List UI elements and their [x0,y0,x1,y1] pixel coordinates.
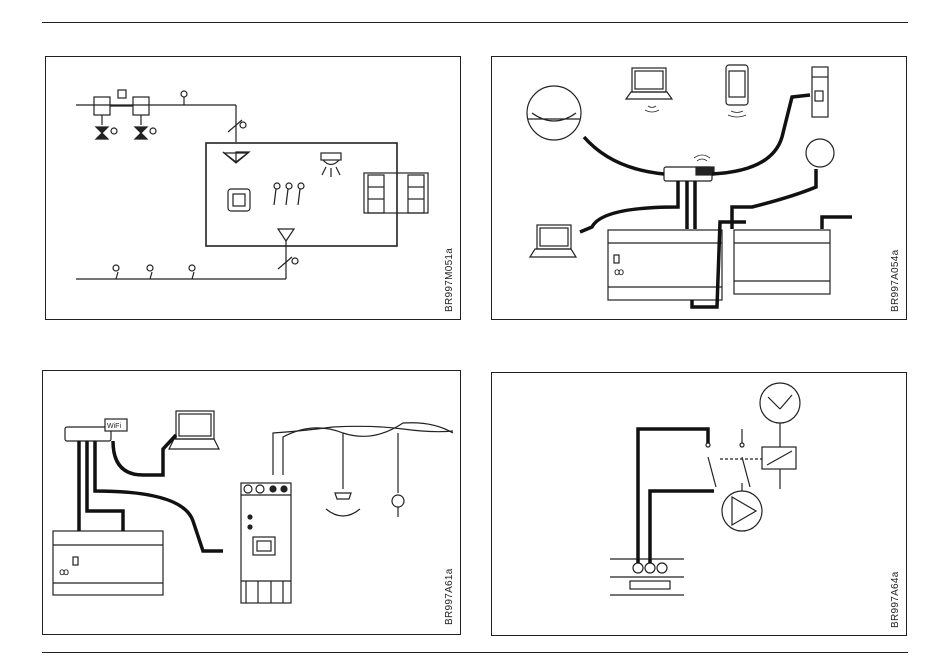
panel-top-left: BR997M051a [45,56,461,320]
panel-code: BR997A61a [444,568,455,625]
panel-code: BR997M051a [444,248,455,312]
panel-bottom-left: WiFi ꝏ [42,370,461,635]
network-diagram: ꝏ [492,57,906,319]
top-rule [42,22,908,23]
wifi-badge: WiFi [107,423,121,430]
svg-text:ꝏ: ꝏ [59,567,69,578]
panel-code: BR997A64a [890,571,901,628]
logo-mark: ꝏ [614,267,624,278]
lighting-control-diagram: WiFi ꝏ [43,371,460,634]
panel-bottom-right: BR997A64a [491,372,907,636]
panel-top-right: ꝏ BR997A054a [491,56,907,320]
panel-code: BR997A054a [890,250,901,313]
bottom-rule [42,652,908,653]
schematic-room-diagram [46,57,460,319]
pump-control-diagram [492,373,906,635]
